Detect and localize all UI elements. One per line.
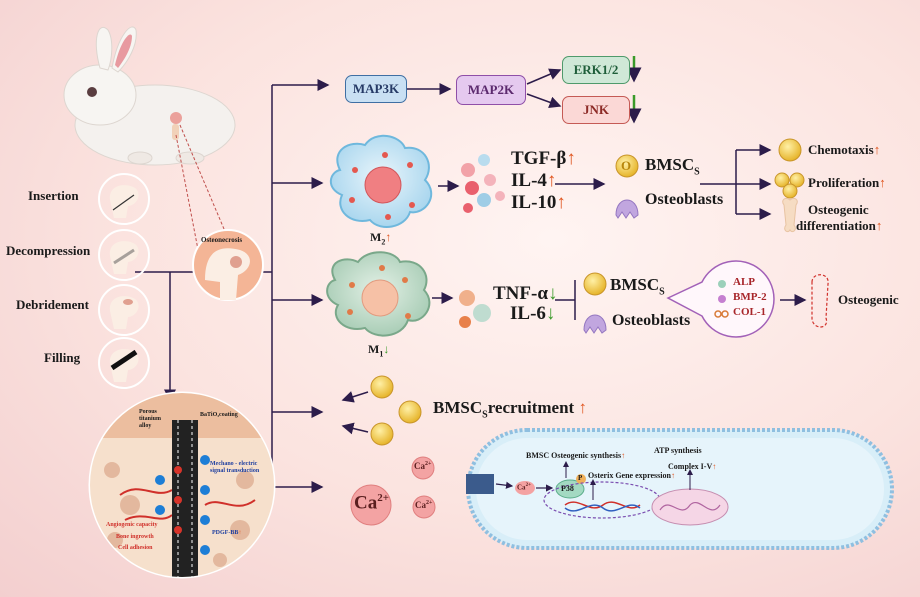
bmsc-recruitment-label: BMSCSrecruitment ↑: [433, 398, 587, 421]
m1-osteoblasts-label: Osteoblasts: [612, 312, 691, 329]
outcome-differentiation: differentiation↑: [796, 218, 883, 233]
calcium-ion-large: Ca2+: [354, 492, 390, 514]
outcome-osteogenic: Osteogenic: [808, 202, 869, 217]
cytokine-tgfb: TGF-β↑: [511, 148, 576, 169]
rabbit-illustration: [63, 26, 236, 166]
marker-col1: COL-1: [733, 306, 766, 318]
bone-ingrowth-label: Bone ingrowth: [116, 534, 154, 540]
map3k-box: MAP3K: [345, 75, 407, 103]
bmsc-icon-m2: O: [621, 158, 632, 173]
step-label-debridement: Debridement: [16, 297, 89, 312]
map2k-box: MAP2K: [456, 75, 526, 105]
implant-section: [88, 391, 276, 579]
p38-label: P38: [561, 484, 574, 493]
marker-alp: ALP: [733, 276, 755, 288]
porous-label: Porous titanium alloy: [139, 409, 162, 429]
marker-bmp2: BMP-2: [733, 291, 767, 303]
m1-label: M1↓: [368, 342, 390, 359]
cytokine-il6: IL-6↓: [510, 303, 556, 324]
osterix-label: Osterix Gene expression↑: [588, 471, 675, 480]
outcome-chemotaxis: Chemotaxis↑: [808, 142, 881, 157]
pdgf-label: PDGF-BB↑: [212, 530, 242, 536]
step-circle-debridement: [98, 284, 150, 336]
phospho-label: P: [578, 474, 583, 482]
calcium-channel-label: Ca2+: [517, 483, 531, 492]
erk-box: ERK1/2: [562, 56, 630, 84]
m2-bmsc-label: BMSCS: [645, 155, 700, 178]
cell-adhesion-label: Cell adhesion: [118, 545, 153, 551]
calcium-ion-small-2: Ca2+: [415, 500, 433, 510]
m1-bmsc-label: BMSCS: [610, 275, 665, 298]
osteonecrosis-label: Osteonecrosis: [201, 236, 243, 244]
complex-label: Complex I-V↑: [668, 462, 717, 471]
step-label-filling: Filling: [44, 350, 81, 365]
m2-osteoblasts-label: Osteoblasts: [645, 191, 724, 208]
outcome-proliferation: Proliferation↑: [808, 175, 886, 190]
m1-result-osteogenic: Osteogenic: [838, 292, 899, 307]
step-circle-decompression: [98, 229, 150, 281]
jnk-box: JNK: [562, 96, 630, 124]
step-circle-filling: [98, 337, 150, 389]
cytokine-tnfa: TNF-α↓: [493, 283, 558, 304]
angiogenic-label: Angiogenic capacity: [106, 522, 158, 528]
cytokine-il10: IL-10↑: [511, 192, 566, 213]
m2-macrophage: [329, 134, 433, 228]
calcium-ion-small-1: Ca2+: [414, 461, 432, 471]
step-circle-insertion: [98, 173, 150, 225]
atp-synthesis-label: ATP synthesis: [654, 446, 702, 455]
m2-label: M2↑: [370, 230, 392, 247]
mechano-label: Mechano - electric signal transduction: [210, 461, 260, 474]
cytokine-il4: IL-4↑: [511, 170, 557, 191]
step-label-decompression: Decompression: [6, 243, 91, 258]
m1-macrophage: [326, 251, 431, 337]
bmsc-cell: [466, 428, 894, 550]
coating-label: BaTiO₃coating: [200, 412, 238, 418]
bmsc-synthesis-label: BMSC Osteogenic synthesis↑: [526, 451, 626, 460]
m2-cytokine-dots: [461, 154, 505, 213]
step-label-insertion: Insertion: [28, 188, 79, 203]
